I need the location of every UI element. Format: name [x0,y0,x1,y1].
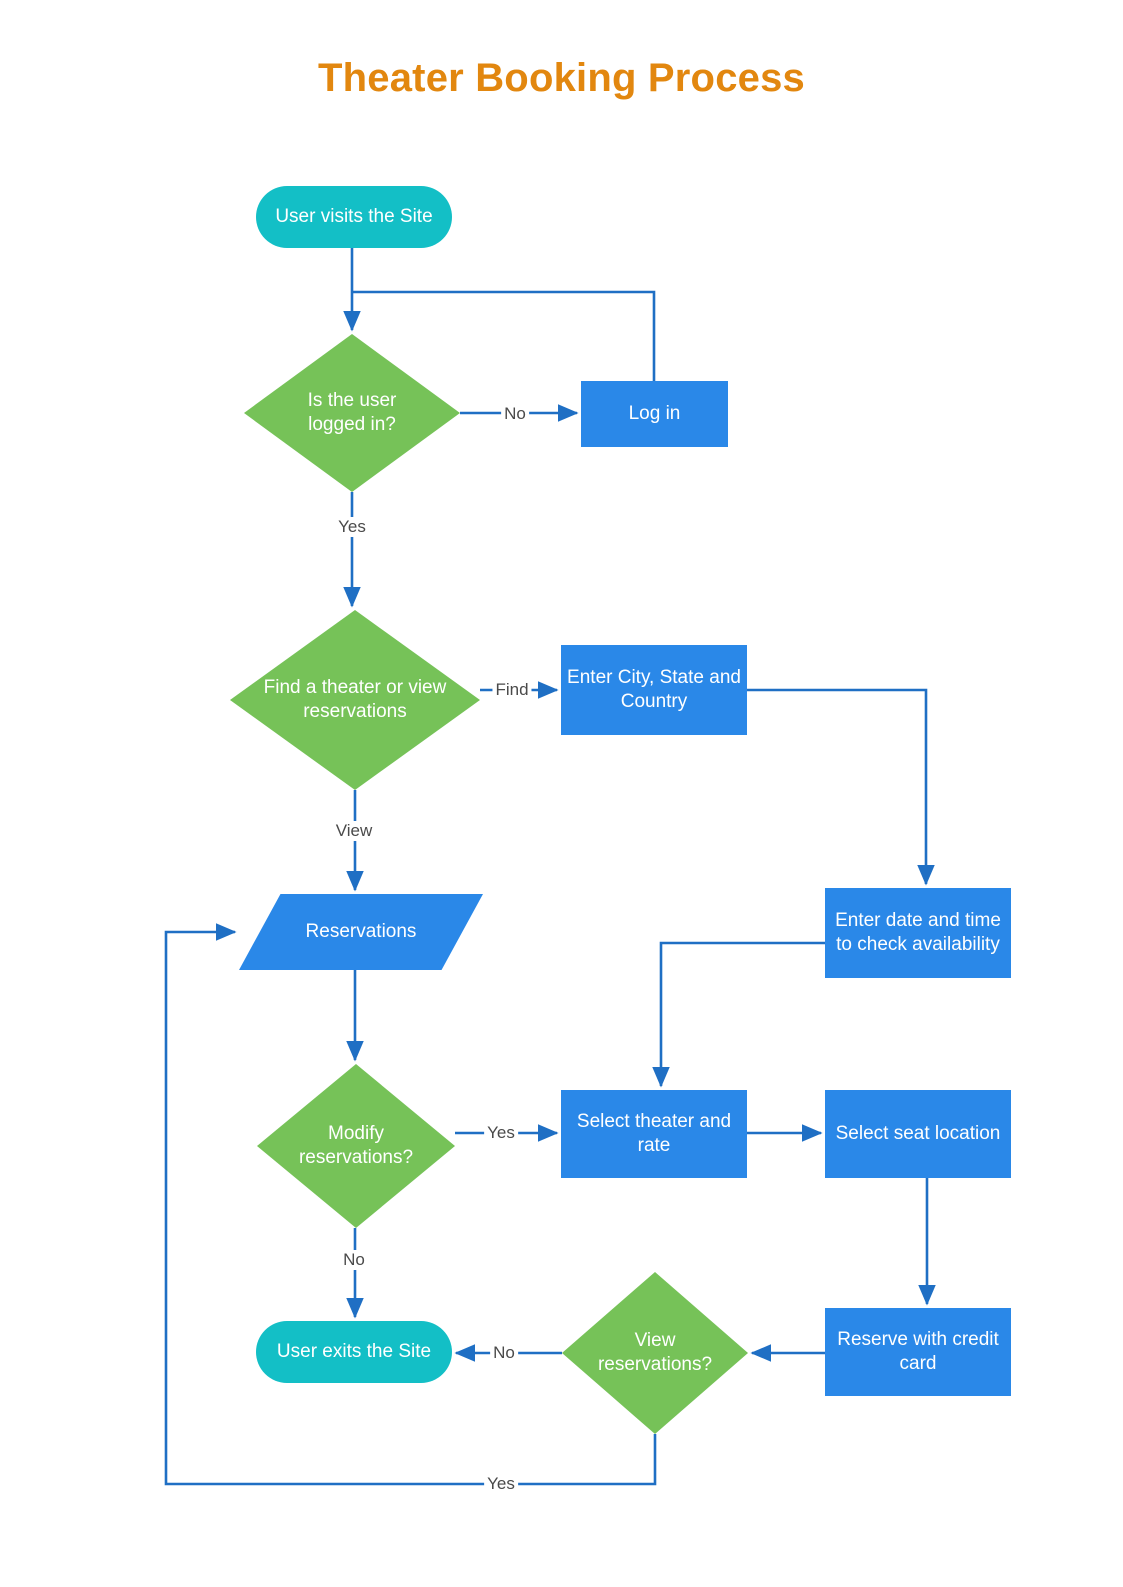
edge-label-yes-modify: Yes [484,1123,518,1143]
node-label: Reservations [305,920,417,942]
node-label: View reservations? [597,1329,713,1375]
node-user-exits-the-site[interactable]: User exits the Site [256,1321,452,1383]
node-enter-city-state-and-country[interactable]: Enter City, State and Country [561,645,747,735]
page-title: Theater Booking Process [318,56,805,100]
node-view-reservations[interactable]: View reservations? [562,1272,748,1434]
edge-label-yes-viewres: Yes [484,1474,518,1494]
node-label: Enter date and time to check availabilit… [835,909,1001,955]
node-label: Log in [628,402,681,424]
node-is-the-user-logged-in[interactable]: Is the user logged in? [244,334,460,492]
node-select-seat-location[interactable]: Select seat location [825,1090,1011,1178]
edge-label-no-modify: No [340,1250,368,1270]
node-find-a-theater-or-view-reservations[interactable]: Find a theater or view reservations [230,610,480,790]
edge-label-find: Find [492,680,532,700]
edge-city-to-date [747,688,935,886]
node-label: Is the user logged in? [307,389,397,435]
node-label: Select theater and rate [576,1110,732,1156]
node-user-visits-the-site[interactable]: User visits the Site [256,186,452,248]
node-label: Modify reservations? [298,1122,414,1168]
node-reserve-with-credit-card[interactable]: Reserve with credit card [825,1308,1011,1396]
node-log-in[interactable]: Log in [581,381,728,447]
node-label: User exits the Site [276,1340,432,1362]
node-label: User visits the Site [275,205,433,227]
node-enter-date-and-time-to-check-availability[interactable]: Enter date and time to check availabilit… [825,888,1011,978]
node-label: Find a theater or view reservations [263,676,447,722]
edge-date-to-theater [652,941,825,1088]
edge-label-no-viewres: No [490,1343,518,1363]
edge-label-view: View [332,821,376,841]
node-reservations[interactable]: Reservations [239,894,483,970]
node-label: Reserve with credit card [837,1328,999,1374]
edge-label-yes-loggedin: Yes [335,517,369,537]
node-modify-reservations[interactable]: Modify reservations? [257,1064,455,1228]
node-label: Enter City, State and Country [567,666,741,712]
edge-label-no-login: No [501,404,529,424]
node-label: Select seat location [835,1122,1001,1144]
node-select-theater-and-rate[interactable]: Select theater and rate [561,1090,747,1178]
